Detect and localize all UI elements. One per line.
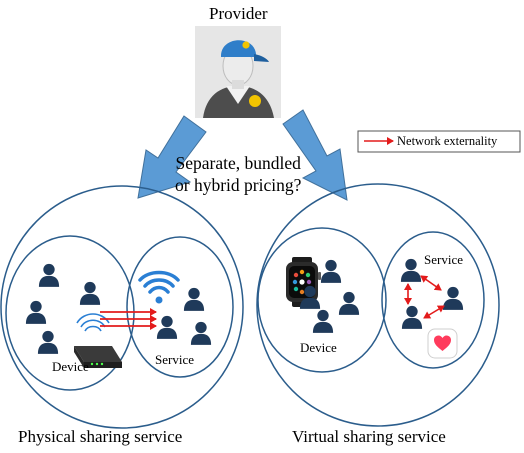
person-icon — [401, 305, 423, 329]
person-icon — [37, 330, 59, 354]
virtual-caption: Virtual sharing service — [292, 427, 446, 446]
arrow-to-physical — [137, 115, 207, 199]
legend-label: Network externality — [397, 134, 498, 148]
person-icon — [190, 321, 212, 345]
network-externality-arrow — [423, 305, 445, 319]
person-icon — [183, 287, 205, 311]
physical-caption: Physical sharing service — [18, 427, 183, 446]
physical-service-circle — [126, 236, 234, 378]
virtual-service-circle — [381, 231, 485, 369]
person-icon — [312, 309, 334, 333]
physical-device-circle — [5, 235, 135, 391]
physical-device-label: Device — [52, 359, 89, 374]
person-icon — [400, 258, 422, 282]
legend-box — [357, 130, 521, 153]
pricing-question-line-1: Separate, bundled — [175, 153, 301, 173]
provider-label: Provider — [209, 4, 268, 23]
heart-app-icon — [427, 328, 458, 359]
person-icon — [338, 291, 360, 315]
network-externality-arrow — [420, 275, 442, 291]
virtual-service-label: Service — [424, 252, 463, 267]
pricing-question: Separate, bundled or hybrid pricing? — [175, 152, 301, 196]
virtual-device-circle — [257, 227, 387, 373]
person-icon — [320, 259, 342, 283]
wifi-signal-icon — [138, 270, 180, 304]
wifi-router-icon — [74, 313, 122, 368]
provider-avatar-icon — [195, 26, 281, 118]
person-icon — [442, 286, 464, 310]
person-icon — [79, 281, 101, 305]
virtual-device-label: Device — [300, 340, 337, 355]
person-icon — [38, 263, 60, 287]
person-icon — [25, 300, 47, 324]
arrow-to-virtual — [282, 109, 348, 201]
person-icon — [156, 315, 178, 339]
pricing-question-line-2: or hybrid pricing? — [175, 175, 302, 195]
virtual-outer-circle — [256, 183, 500, 427]
physical-outer-circle — [0, 185, 244, 429]
physical-service-label: Service — [155, 352, 194, 367]
